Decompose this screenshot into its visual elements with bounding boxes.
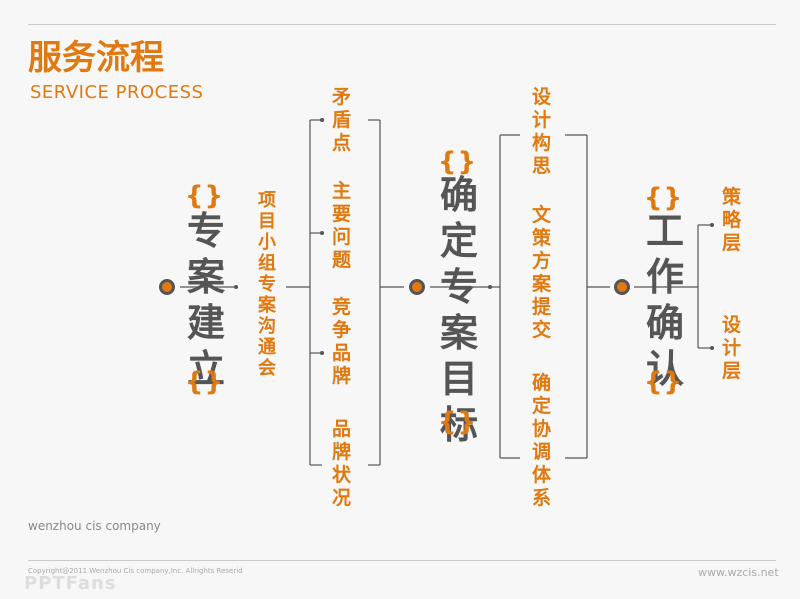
output-item: 设计层	[722, 314, 742, 382]
stage-bracket-bottom: { }	[185, 367, 223, 397]
company-name: wenzhou cis company	[28, 519, 161, 533]
output-item: 品牌状况	[332, 418, 352, 509]
connector-node	[320, 231, 324, 235]
stage-bracket-bottom: { }	[644, 367, 682, 397]
stage-dot	[159, 279, 175, 295]
connector-node	[320, 118, 324, 122]
stage-dot	[409, 279, 425, 295]
page-subtitle: SERVICE PROCESS	[30, 82, 204, 103]
stage-bracket-top: { }	[644, 183, 682, 213]
connector-node	[234, 285, 238, 289]
page-title: 服务流程	[28, 38, 164, 78]
copyright: Copyright@2011 Wenzhou Cis company,Inc. …	[28, 567, 243, 575]
output-item: 文策方案提交	[532, 204, 552, 341]
output-item: 主要问题	[332, 180, 352, 271]
stage-dot	[614, 279, 630, 295]
stage-1-label: 专案建立	[186, 209, 225, 391]
top-divider	[28, 24, 776, 25]
bottom-divider	[28, 560, 776, 561]
stage-1-subtitle: 项目小组专案沟通会	[258, 190, 276, 379]
website-link[interactable]: www.wzcis.net	[698, 566, 779, 579]
brand-logo: PPTFans	[24, 573, 117, 594]
output-item: 竞争品牌	[332, 296, 352, 387]
connector-node	[320, 351, 324, 355]
output-item: 策略层	[722, 186, 742, 254]
output-item: 设计构思	[532, 86, 552, 177]
stage-bracket-top: { }	[438, 147, 476, 177]
stage-bracket-bottom: { }	[438, 407, 476, 437]
stage-bracket-top: { }	[185, 181, 223, 211]
connector-node	[710, 346, 714, 350]
stage-3-label: 工作确认	[645, 209, 684, 391]
output-item: 确定协调体系	[532, 372, 552, 509]
output-item: 矛盾点	[332, 86, 352, 154]
stage-2-label: 确定专案目标	[439, 173, 478, 447]
connector-node	[710, 223, 714, 227]
